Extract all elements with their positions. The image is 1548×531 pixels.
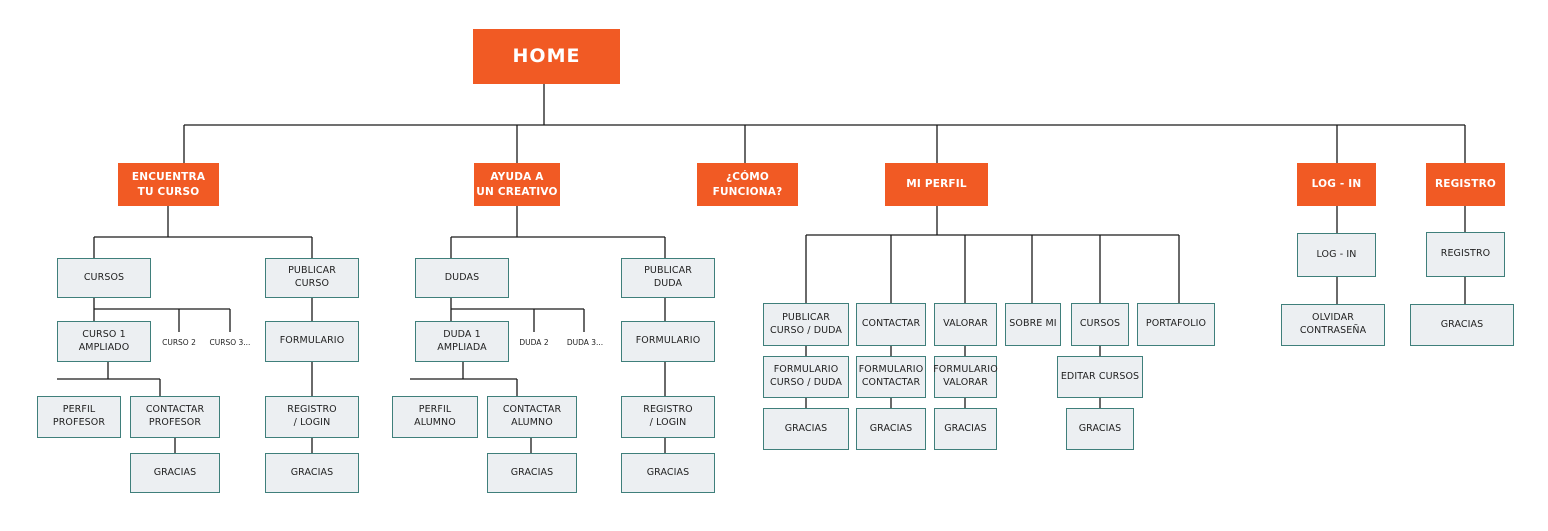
cursos-node[interactable]: CURSOS [57,258,151,298]
gracias-editar-cursos-node[interactable]: GRACIAS [1066,408,1134,450]
cursos-perfil-node[interactable]: CURSOS [1071,303,1129,346]
duda-1-ampliada-node[interactable]: DUDA 1 AMPLIADA [415,321,509,362]
log-in-page-node[interactable]: LOG - IN [1297,233,1376,277]
editar-cursos-node[interactable]: EDITAR CURSOS [1057,356,1143,398]
ayuda-a-un-creativo-node[interactable]: AYUDA A UN CREATIVO [474,163,560,206]
como-funciona-node[interactable]: ¿CÓMO FUNCIONA? [697,163,798,206]
registro-login-duda-node[interactable]: REGISTRO / LOGIN [621,396,715,438]
gracias-publicar-perfil-node[interactable]: GRACIAS [763,408,849,450]
formulario-contactar-node[interactable]: FORMULARIO CONTACTAR [856,356,926,398]
portafolio-node[interactable]: PORTAFOLIO [1137,303,1215,346]
formulario-curso-node[interactable]: FORMULARIO [265,321,359,362]
dudas-node[interactable]: DUDAS [415,258,509,298]
curso-2-label[interactable]: CURSO 2 [162,337,196,347]
encuentra-tu-curso-node[interactable]: ENCUENTRA TU CURSO [118,163,219,206]
gracias-contactar-alumno-node[interactable]: GRACIAS [487,453,577,493]
duda-3-label[interactable]: DUDA 3... [566,337,604,347]
formulario-curso-duda-node[interactable]: FORMULARIO CURSO / DUDA [763,356,849,398]
duda-2-label[interactable]: DUDA 2 [519,337,549,347]
sobre-mi-node[interactable]: SOBRE MI [1005,303,1061,346]
registro-login-curso-node[interactable]: REGISTRO / LOGIN [265,396,359,438]
perfil-profesor-node[interactable]: PERFIL PROFESOR [37,396,121,438]
curso-3-label[interactable]: CURSO 3... [209,337,251,347]
gracias-publicar-curso-node[interactable]: GRACIAS [265,453,359,493]
contactar-alumno-node[interactable]: CONTACTAR ALUMNO [487,396,577,438]
registro-node[interactable]: REGISTRO [1426,163,1505,206]
perfil-alumno-node[interactable]: PERFIL ALUMNO [392,396,478,438]
publicar-curso-node[interactable]: PUBLICAR CURSO [265,258,359,298]
curso-1-ampliado-node[interactable]: CURSO 1 AMPLIADO [57,321,151,362]
home-node[interactable]: HOME [473,29,620,84]
mi-perfil-node[interactable]: MI PERFIL [885,163,988,206]
gracias-registro-node[interactable]: GRACIAS [1410,304,1514,346]
gracias-valorar-node[interactable]: GRACIAS [934,408,997,450]
contactar-profesor-node[interactable]: CONTACTAR PROFESOR [130,396,220,438]
formulario-duda-node[interactable]: FORMULARIO [621,321,715,362]
registro-page-node[interactable]: REGISTRO [1426,232,1505,277]
formulario-valorar-node[interactable]: FORMULARIO VALORAR [933,356,998,398]
log-in-node[interactable]: LOG - IN [1297,163,1376,206]
publicar-duda-node[interactable]: PUBLICAR DUDA [621,258,715,298]
publicar-curso-duda-node[interactable]: PUBLICAR CURSO / DUDA [763,303,849,346]
valorar-node[interactable]: VALORAR [934,303,997,346]
gracias-contactar-profesor-node[interactable]: GRACIAS [130,453,220,493]
gracias-publicar-duda-node[interactable]: GRACIAS [621,453,715,493]
olvidar-contrasena-node[interactable]: OLVIDAR CONTRASEÑA [1281,304,1385,346]
contactar-perfil-node[interactable]: CONTACTAR [856,303,926,346]
gracias-contactar-perfil-node[interactable]: GRACIAS [856,408,926,450]
